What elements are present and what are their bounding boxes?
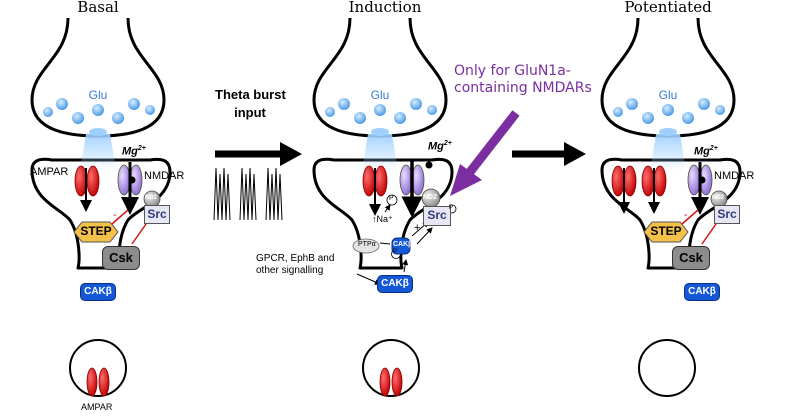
cak-box-induction: CAKβ: [377, 275, 413, 293]
step-label-potentiated: STEP: [650, 224, 682, 238]
step-shape: [73, 221, 119, 243]
theta-burst-arrow: [215, 142, 302, 166]
phospho-p-1: P: [389, 195, 394, 202]
callout-text: Only for GluN1a- containing NMDARs: [454, 63, 592, 96]
mg-label-basal: Mg2+: [122, 145, 146, 158]
gpcr-label: GPCR, EphB and other signalling: [256, 253, 335, 276]
csk-box-basal: Csk: [102, 246, 140, 270]
phospho-p-3: P: [393, 249, 398, 255]
step-label-basal: STEP: [80, 224, 112, 238]
panel-title-induction: Induction: [348, 0, 422, 16]
nd2-label-induction: ND2: [423, 194, 438, 201]
cak-small-label: CAKβ: [393, 241, 413, 248]
nmdar-label-basal: NMDAR: [144, 170, 185, 182]
ptp-label: PTPα: [358, 241, 376, 248]
theta-burst-label: Theta burst input: [215, 87, 286, 120]
panel-potentiated: [600, 17, 742, 270]
plus-sign: +: [414, 222, 421, 234]
nd2-label-basal: ND2: [145, 195, 158, 201]
potentiation-arrow: [512, 142, 586, 166]
minus-sign-potentiated: -: [684, 209, 688, 221]
phospho-p-2: P: [449, 205, 454, 211]
minus-sign-basal: -: [113, 209, 117, 221]
src-box-potentiated: Src: [714, 205, 740, 224]
src-box-basal: Src: [144, 205, 170, 224]
glu-label-basal: Glu: [88, 88, 108, 102]
glu-label-potentiated: Glu: [658, 88, 678, 102]
recycling-vesicles: [69, 339, 696, 397]
panel-basal: [30, 17, 172, 270]
ampar-label: AMPAR: [30, 166, 69, 178]
release-glow: [80, 134, 116, 170]
callout-arrow: [450, 110, 520, 196]
panel-induction: [312, 17, 457, 285]
presynaptic-terminal: [30, 17, 166, 138]
nd2-label-potentiated: ND2: [712, 195, 725, 201]
mg-label-potentiated: Mg2+: [694, 145, 718, 158]
cak-box-basal: CAKβ: [80, 283, 116, 301]
panel-title-potentiated: Potentiated: [624, 0, 712, 16]
glu-label-induction: Glu: [370, 88, 390, 102]
nmdar-label-potentiated: NMDAR: [714, 170, 755, 182]
vesicle-ampar-label: AMPAR: [81, 402, 113, 412]
spike-trains: [213, 167, 283, 221]
panel-title-basal: Basal: [77, 0, 119, 16]
src-box-induction: Src: [423, 206, 451, 226]
mg-label-induction: Mg2+: [428, 140, 452, 153]
na-label: ↑Na⁺: [372, 214, 393, 224]
glu-vesicles: [43, 98, 155, 124]
cak-box-potentiated: CAKβ: [684, 283, 720, 301]
csk-box-potentiated: Csk: [672, 246, 710, 270]
